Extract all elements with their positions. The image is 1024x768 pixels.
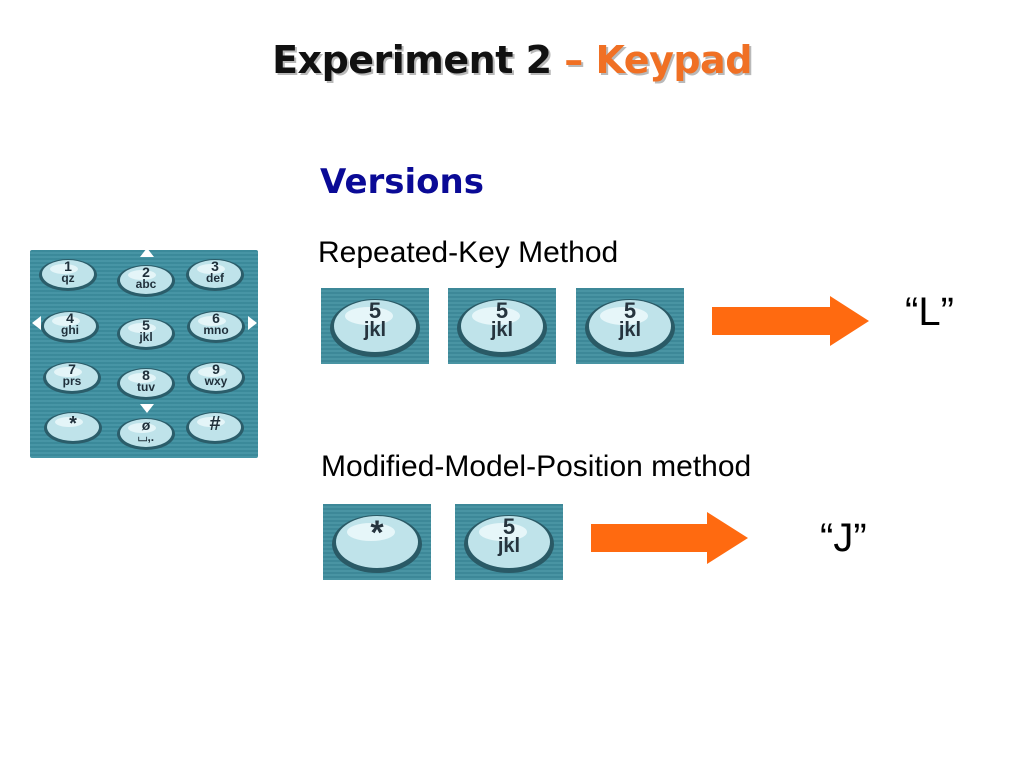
key-digit: 8 xyxy=(142,367,150,383)
key-symbol: * xyxy=(69,413,77,435)
key-letters: abc xyxy=(135,277,157,291)
keypad-key-hash: # xyxy=(184,408,246,446)
key-digit: 1 xyxy=(64,258,72,274)
right-arrow-icon xyxy=(712,296,869,346)
result-letter-j: “J” xyxy=(820,516,867,560)
key-letters: wxy xyxy=(204,374,228,388)
keypad-key-7: 7 prs xyxy=(41,358,103,396)
key-digit: 4 xyxy=(66,310,74,326)
key-letters: jkl xyxy=(490,319,514,341)
key-letters: ⌴,. xyxy=(137,430,155,444)
key-symbol: * xyxy=(370,514,384,552)
modified-method-label: Modified-Model-Position method xyxy=(321,450,752,483)
keypad-left-arrow-icon xyxy=(32,316,41,330)
key-letters: mno xyxy=(203,323,229,337)
keypad-key-3: 3 def xyxy=(184,255,246,293)
key-digit: 5 xyxy=(623,298,637,323)
key-digit: 5 xyxy=(368,298,382,323)
keypad-up-arrow-icon xyxy=(140,248,154,257)
key-letters: qz xyxy=(61,271,75,285)
key-digit: 2 xyxy=(142,264,150,280)
title-main: Experiment 2 xyxy=(272,38,565,82)
key-digit: 7 xyxy=(68,361,76,377)
keypad-key-9: 9 wxy xyxy=(185,358,247,396)
keypad-key-4: 4 ghi xyxy=(39,307,101,345)
repeated-key-label: Repeated-Key Method xyxy=(318,236,619,269)
repeated-key-tile-1: 5 jkl xyxy=(321,288,429,364)
title-accent: – Keypad xyxy=(564,38,752,82)
key-letters: jkl xyxy=(363,319,387,341)
key-letters: jkl xyxy=(497,535,521,557)
key-digit: 5 xyxy=(502,514,516,539)
keypad-key-6: 6 mno xyxy=(185,307,247,345)
keypad-key-0: ø ⌴,. xyxy=(115,414,177,452)
key-letters: jkl xyxy=(139,330,153,344)
modified-key-tile-5: 5 jkl xyxy=(455,504,563,580)
keypad-key-5: 5 jkl xyxy=(115,314,177,352)
keypad-key-2: 2 abc xyxy=(115,261,177,299)
versions-heading: Versions xyxy=(320,162,484,202)
key-symbol: # xyxy=(209,413,221,435)
key-digit: 5 xyxy=(142,317,150,333)
keypad-key-8: 8 tuv xyxy=(115,364,177,402)
repeated-key-tile-2: 5 jkl xyxy=(448,288,556,364)
key-letters: def xyxy=(206,271,224,285)
key-letters: jkl xyxy=(618,319,642,341)
key-digit: 3 xyxy=(211,258,219,274)
key-digit: 9 xyxy=(212,361,220,377)
keypad-key-star: * xyxy=(42,408,104,446)
key-letters: tuv xyxy=(137,380,155,394)
key-digit: 6 xyxy=(212,310,220,326)
key-digit: 5 xyxy=(495,298,509,323)
key-letters: ghi xyxy=(61,323,79,337)
key-digit: ø xyxy=(141,417,151,433)
key-letters: prs xyxy=(62,374,82,388)
result-letter-l: “L” xyxy=(905,290,954,334)
slide-title: Experiment 2 – Keypad xyxy=(0,38,1024,82)
modified-key-tile-star: * xyxy=(323,504,431,580)
right-arrow-icon xyxy=(591,512,748,564)
repeated-key-tile-3: 5 jkl xyxy=(576,288,684,364)
keypad-down-arrow-icon xyxy=(140,404,154,413)
phone-keypad: 1 qz 2 abc 3 def 4 ghi 5 jkl 6 mno xyxy=(30,250,258,458)
keypad-key-1: 1 qz xyxy=(37,255,99,293)
keypad-right-arrow-icon xyxy=(248,316,257,330)
